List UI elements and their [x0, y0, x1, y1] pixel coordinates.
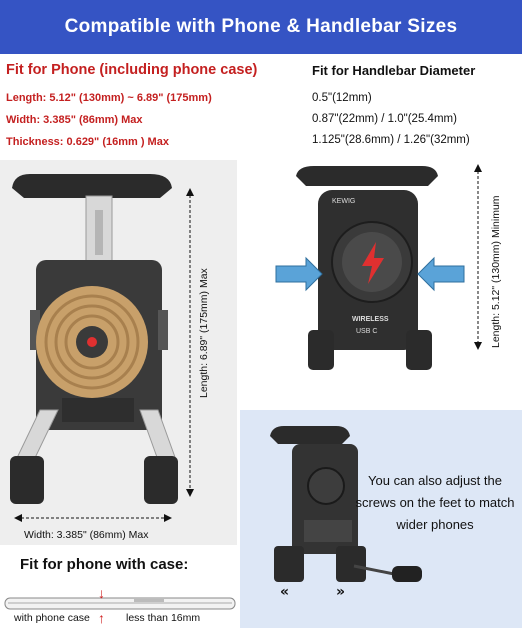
left-width-label: Width: 3.385" (86mm) Max: [24, 529, 149, 541]
with-case-label: with phone case: [14, 612, 90, 624]
screwdriver-illustration: « »: [270, 426, 422, 600]
phone-spec-title: Fit for Phone (including phone case): [6, 62, 258, 78]
header-banner: Compatible with Phone & Handlebar Sizes: [0, 0, 522, 54]
left-mount-illustration: [10, 174, 194, 522]
adjust-screws-panel: [240, 410, 522, 628]
handlebar-size: 1.125"(28.6mm) / 1.26"(32mm): [312, 134, 470, 146]
right-mount-illustration: [275, 164, 482, 370]
handlebar-spec: Fit for Handlebar Diameter 0.5"(12mm) 0.…: [312, 63, 518, 151]
wireless-label: WIRELESS: [352, 316, 389, 323]
phone-thickness: Thickness: 0.629" (16mm ) Max: [6, 136, 169, 148]
handlebar-size: 0.87"(22mm) / 1.0"(25.4mm): [312, 113, 457, 125]
phone-with-case-profile: [4, 597, 236, 610]
right-length-label: Length: 5.12" (130mm) Minimum: [490, 195, 502, 348]
kewig-logo-text: KEWIG: [332, 198, 356, 205]
less-than-label: less than 16mm: [126, 612, 201, 624]
phone-spec: Fit for Phone (including phone case) Len…: [6, 62, 276, 153]
case-section-title: Fit for phone with case:: [20, 556, 189, 573]
handlebar-size: 0.5"(12mm): [312, 92, 372, 104]
svg-text:»: »: [336, 584, 345, 600]
case-arrow-down-icon: ↓: [98, 585, 105, 601]
svg-text:«: «: [280, 584, 289, 600]
adjust-caption: You can also adjust the screws on the fe…: [355, 473, 515, 532]
phone-width: Width: 3.385" (86mm) Max: [6, 114, 143, 126]
banner-title: Compatible with Phone & Handlebar Sizes: [64, 16, 458, 37]
phone-length: Length: 5.12" (130mm) ~ 6.89" (175mm): [6, 92, 212, 104]
left-length-label: Length: 6.89" (175mm) Max: [198, 268, 210, 398]
handlebar-spec-title: Fit for Handlebar Diameter: [312, 63, 476, 78]
usb-c-label: USB C: [356, 328, 378, 335]
case-arrow-up-icon: ↑: [98, 610, 105, 626]
